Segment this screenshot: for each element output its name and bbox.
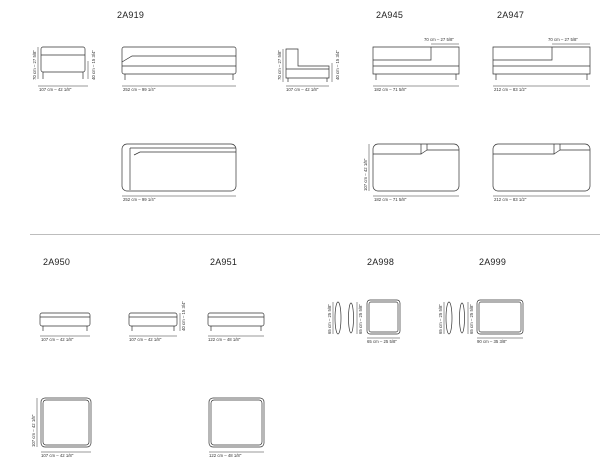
drawing-2a919-side: 107 cm – 42 1/8" 70 cm – 27 5/8" 40 cm –… — [32, 46, 96, 92]
dim-2a951-front-width: 122 cm – 48 1/8" — [208, 337, 241, 342]
section-divider — [30, 234, 600, 235]
model-code-2a998: 2A998 — [367, 257, 395, 267]
drawing-2a998: 65 cm – 25 5/8" 65 cm – 25 5/8" 65 cm – … — [327, 299, 401, 344]
drawing-2a945-side: 107 cm – 42 1/8" 70 cm – 27 5/8" 40 cm –… — [277, 48, 340, 92]
dim-2a919-front-width: 252 cm – 99 1/4" — [123, 87, 156, 92]
dim-2a950-front-width: 107 cm – 42 1/8" — [41, 337, 74, 342]
dim-2a945-side-height: 70 cm – 27 5/8" — [277, 50, 282, 80]
model-code-2a951: 2A951 — [210, 257, 238, 267]
drawing-2a919-top: 252 cm – 99 1/4" — [121, 143, 237, 202]
drawing-2a950-side: 107 cm – 42 1/8" 40 cm – 15 3/4" — [128, 301, 186, 342]
dim-2a945-front-back: 70 cm – 27 5/8" — [424, 37, 454, 42]
dim-2a947-front-width: 212 cm – 83 1/2" — [494, 87, 527, 92]
drawing-2a950-front: 107 cm – 42 1/8" — [39, 312, 91, 342]
drawing-2a999: 65 cm – 25 5/8" 65 cm – 25 5/8" 90 cm – … — [438, 299, 524, 344]
dim-2a945-top-width: 182 cm – 71 5/8" — [374, 197, 407, 202]
dim-2a945-top-depth: 107 cm – 42 1/8" — [363, 158, 368, 191]
dim-2a945-side-seat: 40 cm – 15 3/4" — [335, 50, 340, 80]
dim-2a919-side-seat: 40 cm – 15 3/4" — [91, 50, 96, 80]
drawing-2a947-front: 70 cm – 27 5/8" 212 cm – 83 1/2" — [492, 37, 591, 92]
drawing-2a950-top: 107 cm – 42 1/8" 107 cm – 42 1/8" — [31, 397, 92, 458]
dim-2a950-top-depth: 107 cm – 42 1/8" — [31, 414, 36, 447]
dim-2a998-side-depth: 65 cm – 25 5/8" — [358, 304, 363, 334]
model-code-2a999: 2A999 — [479, 257, 507, 267]
dim-2a947-front-back: 70 cm – 27 5/8" — [548, 37, 578, 42]
drawing-2a945-top: 182 cm – 71 5/8" 107 cm – 42 1/8" — [363, 143, 460, 202]
drawing-2a945-front: 70 cm – 27 5/8" 182 cm – 71 5/8" — [372, 37, 460, 92]
dim-2a950-side-seat: 40 cm – 15 3/4" — [181, 301, 186, 331]
dim-2a999-side-height: 65 cm – 25 5/8" — [438, 304, 443, 334]
dim-2a950-side-width: 107 cm – 42 1/8" — [129, 337, 162, 342]
dim-2a999-side-depth: 65 cm – 25 5/8" — [469, 304, 474, 334]
model-code-2a947: 2A947 — [497, 10, 525, 20]
drawing-2a951-front: 122 cm – 48 1/8" — [207, 312, 265, 342]
model-code-2a950: 2A950 — [43, 257, 71, 267]
dim-2a947-top-width: 212 cm – 83 1/2" — [494, 197, 527, 202]
dim-2a998-side-height: 65 cm – 25 5/8" — [327, 304, 332, 334]
dim-2a950-top-width: 107 cm – 42 1/8" — [41, 453, 74, 458]
model-code-2a919: 2A919 — [117, 10, 145, 20]
dim-2a945-side-width: 107 cm – 42 1/8" — [286, 87, 319, 92]
dim-2a919-side-height: 70 cm – 27 5/8" — [32, 50, 37, 80]
dim-2a919-side-width: 107 cm – 42 1/8" — [39, 87, 72, 92]
dim-2a998-top-width: 65 cm – 25 5/8" — [367, 339, 397, 344]
drawing-2a951-top: 122 cm – 48 1/8" — [208, 397, 265, 458]
dim-2a951-top-width: 122 cm – 48 1/8" — [209, 453, 242, 458]
model-code-2a945: 2A945 — [376, 10, 404, 20]
drawing-2a947-top: 212 cm – 83 1/2" — [492, 143, 591, 202]
drawing-2a919-front: 252 cm – 99 1/4" — [121, 46, 237, 92]
dim-2a945-front-width: 182 cm – 71 5/8" — [374, 87, 407, 92]
dim-2a999-top-width: 90 cm – 35 3/8" — [477, 339, 507, 344]
dim-2a919-top-width: 252 cm – 99 1/4" — [123, 197, 156, 202]
